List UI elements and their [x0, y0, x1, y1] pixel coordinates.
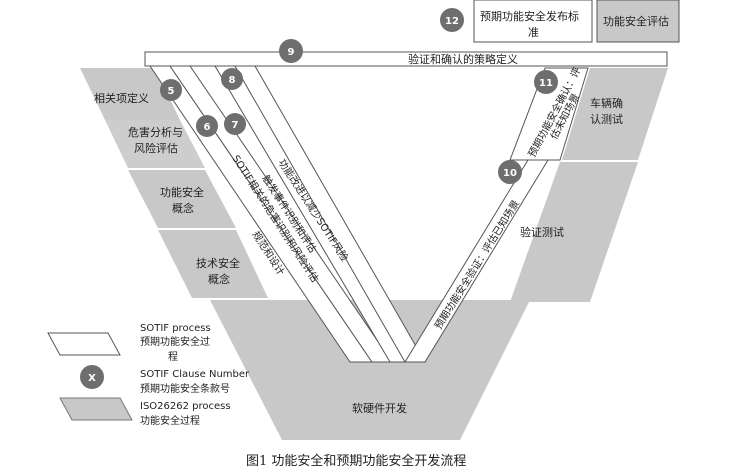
label-verification-test: 验证测试 [520, 225, 564, 239]
label-vehicle-test-1: 车辆确 [590, 96, 623, 110]
legend-sotif-cn-1: 预期功能安全过 [140, 335, 210, 348]
svg-text:8: 8 [229, 75, 236, 86]
label-tsc-2: 概念 [208, 272, 230, 286]
label-strategy: 验证和确认的策略定义 [408, 52, 518, 66]
iso-step-fsc [128, 170, 236, 228]
iso-step-hazard-analysis [105, 120, 205, 168]
clause-9: 9 [279, 39, 303, 63]
label-hazard-analysis-2: 风险评估 [134, 141, 178, 155]
clause-6: 6 [196, 115, 218, 137]
svg-text:11: 11 [539, 78, 553, 89]
label-fsc-2: 概念 [172, 201, 194, 215]
strategy-bar [144, 51, 668, 67]
legend-sotif-en: SOTIF process [140, 323, 211, 334]
sotif-release-box [473, 0, 593, 43]
legend-clause-en: SOTIF Clause Number [140, 369, 250, 380]
svg-text:6: 6 [204, 122, 211, 133]
label-sotif-release-2: 准 [528, 26, 539, 39]
legend: SOTIF process 预期功能安全过 程 X SOTIF Clause N… [47, 323, 250, 427]
label-safety-assessment: 功能安全评估 [603, 14, 669, 28]
label-fsc-1: 功能安全 [160, 185, 204, 199]
label-tsc-1: 技术安全 [196, 256, 240, 270]
svg-text:5: 5 [168, 86, 175, 97]
legend-sotif-swatch [47, 332, 121, 356]
clause-5: 5 [160, 79, 182, 101]
label-sw-hw-dev: 软硬件开发 [352, 401, 407, 415]
clause-8: 8 [221, 68, 243, 90]
iso-step-sw-hw-dev [210, 300, 530, 440]
svg-text:10: 10 [503, 168, 517, 179]
sotif-band-right-11 [509, 67, 589, 161]
iso-step-tsc [158, 230, 268, 298]
svg-text:7: 7 [232, 120, 239, 131]
clause-12: 12 [440, 8, 464, 32]
clause-7: 7 [224, 113, 246, 135]
iso-step-verification-test [510, 162, 638, 302]
svg-text:12: 12 [445, 16, 459, 27]
clause-10: 10 [498, 160, 522, 184]
iso-step-vehicle-test [562, 68, 668, 160]
legend-iso-en: ISO26262 process [140, 401, 231, 412]
legend-clause-cn: 预期功能安全条款号 [140, 382, 230, 395]
label-item-definition: 相关项定义 [94, 91, 149, 105]
legend-clause-marker [80, 365, 104, 389]
label-sotif-release-1: 预期功能安全发布标 [480, 9, 579, 23]
legend-iso-swatch [59, 397, 133, 421]
safety-assessment-box [596, 0, 680, 43]
label-hazard-analysis-1: 危害分析与 [128, 125, 183, 139]
legend-sotif-cn-2: 程 [168, 351, 178, 363]
figure-caption: 图1 功能安全和预期功能安全开发流程 [246, 453, 466, 469]
legend-clause-marker-text: X [88, 373, 96, 384]
iso-step-item-definition [80, 68, 180, 120]
clause-11: 11 [534, 70, 558, 94]
label-vehicle-test-2: 认测试 [590, 113, 623, 126]
legend-iso-cn: 功能安全过程 [140, 414, 200, 427]
svg-text:9: 9 [288, 47, 295, 58]
